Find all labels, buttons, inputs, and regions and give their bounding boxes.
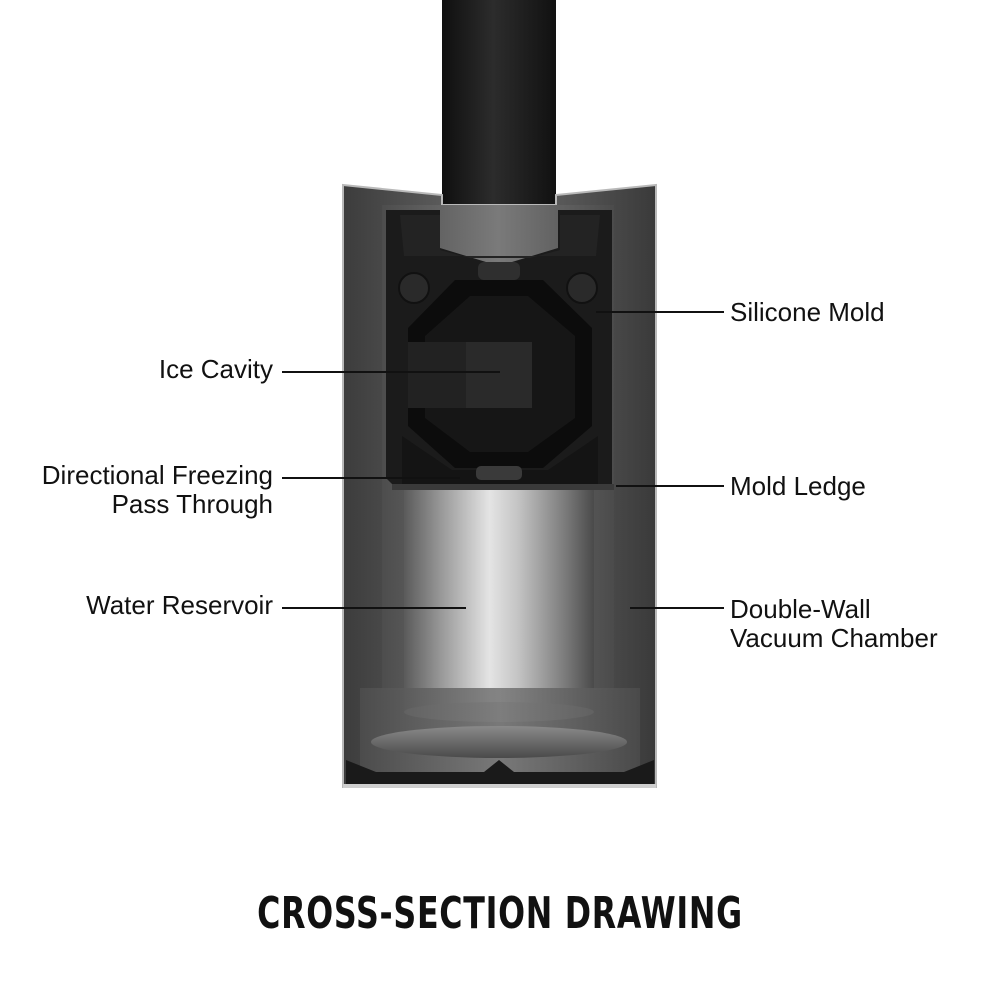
- label-mold-ledge-text: Mold Ledge: [730, 471, 866, 501]
- mold-cap: [400, 215, 600, 258]
- leader-lines: [282, 311, 724, 609]
- pass-through-pin: [476, 466, 522, 480]
- label-water-reservoir: Water Reservoir: [86, 591, 273, 620]
- label-ice-cavity-text: Ice Cavity: [158, 354, 273, 384]
- base-ring: [371, 726, 627, 758]
- label-directional-freezing-line1: Directional Freezing: [41, 460, 273, 490]
- label-mold-ledge: Mold Ledge: [730, 472, 866, 501]
- label-double-wall-line2: Vacuum Chamber: [730, 623, 938, 653]
- mold-ledge: [392, 484, 614, 490]
- label-double-wall: Double-Wall Vacuum Chamber: [730, 595, 938, 653]
- base-foot: [346, 760, 654, 787]
- water-reservoir: [404, 490, 594, 712]
- ice-cube-face: [466, 342, 532, 408]
- label-double-wall-line1: Double-Wall: [730, 594, 871, 624]
- bolt-right: [566, 272, 598, 304]
- label-silicone-mold-text: Silicone Mold: [730, 297, 885, 327]
- label-water-reservoir-text: Water Reservoir: [86, 590, 273, 620]
- label-ice-cavity: Ice Cavity: [159, 355, 273, 384]
- ice-cube-side: [408, 342, 466, 408]
- bolt-left: [398, 272, 430, 304]
- label-directional-freezing-line2: Pass Through: [111, 489, 273, 519]
- mold-ledge-wedge: [402, 436, 598, 486]
- top-pin: [478, 262, 520, 280]
- label-directional-freezing: Directional Freezing Pass Through: [42, 461, 273, 519]
- diagram-title: CROSS-SECTION DRAWING: [257, 888, 743, 939]
- label-silicone-mold: Silicone Mold: [730, 298, 885, 327]
- base-edge: [343, 784, 656, 788]
